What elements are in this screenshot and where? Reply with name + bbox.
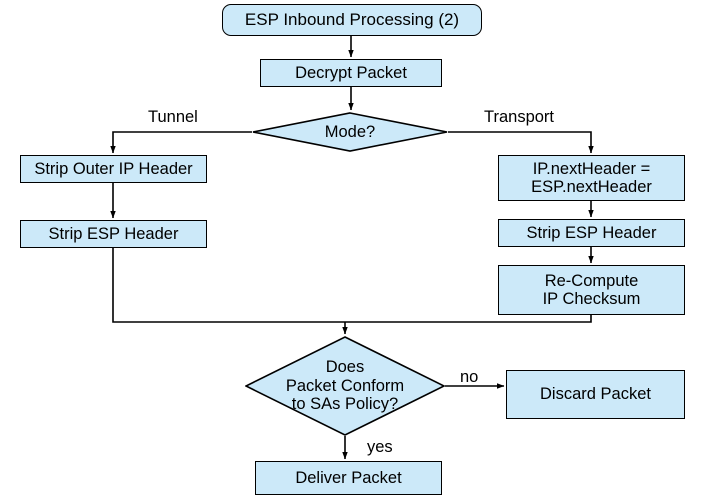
node-mode-label: Mode? [324,122,376,141]
edge-left-merge [112,248,345,323]
node-ip-nextheader-assignment[interactable]: IP.nextHeader = ESP.nextHeader [498,155,685,201]
edge-label-transport: Transport [484,108,554,126]
edge-mode-tunnel [110,131,252,154]
edge-label-tunnel: Tunnel [148,108,198,126]
edge-mode-transport [448,131,594,154]
node-esp-inbound-processing[interactable]: ESP Inbound Processing (2) [222,4,482,36]
edge-label-no: no [460,368,479,386]
edge-right-merge [345,315,592,323]
diamond-shape-conform [245,336,445,436]
node-strip-outer-ip-header[interactable]: Strip Outer IP Header [20,155,207,183]
edge-label-yes: yes [367,438,393,456]
node-discard-packet[interactable]: Discard Packet [506,370,685,419]
node-conform-label: Does Packet Conform to SAs Policy? [285,357,405,414]
diamond-shape-mode [252,112,448,152]
node-strip-esp-header-transport[interactable]: Strip ESP Header [498,219,685,247]
node-recompute-ip-checksum[interactable]: Re-Compute IP Checksum [498,265,685,315]
node-deliver-packet[interactable]: Deliver Packet [255,461,442,495]
node-strip-esp-header-tunnel[interactable]: Strip ESP Header [20,220,207,248]
node-conform-decision[interactable]: Does Packet Conform to SAs Policy? [245,336,445,436]
node-decrypt-packet[interactable]: Decrypt Packet [260,59,442,87]
node-mode-decision[interactable]: Mode? [252,112,448,152]
